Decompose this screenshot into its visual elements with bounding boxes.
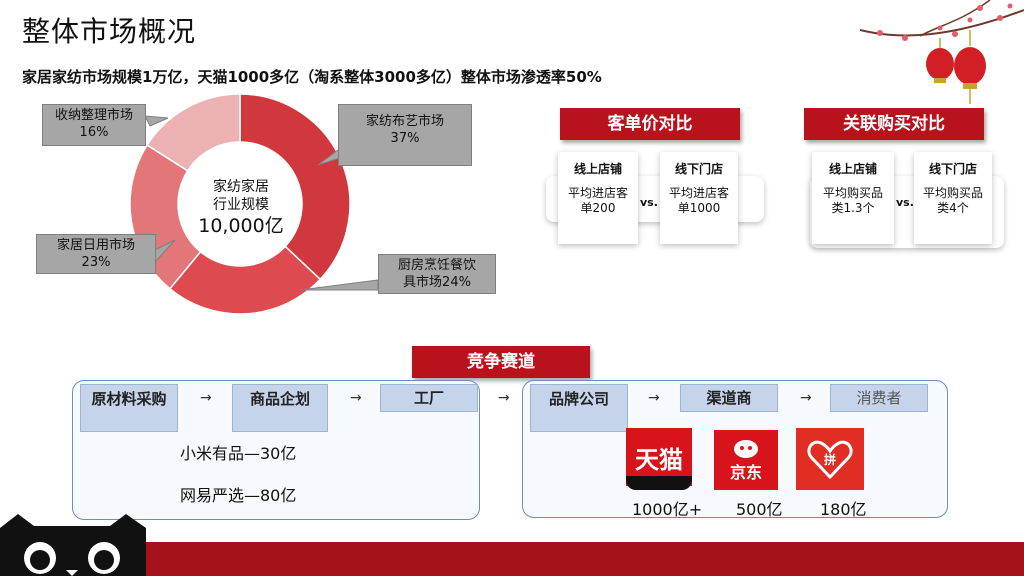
jd-logo-text: 京东	[729, 463, 762, 482]
price-compare-header: 客单价对比	[560, 108, 740, 140]
basket-online-card	[812, 152, 894, 244]
basket-offline-card	[914, 152, 992, 244]
price-offline-card	[660, 152, 738, 244]
basket-vs-label: vs.	[896, 196, 914, 209]
tmall-logo-base	[626, 476, 692, 490]
price-online-label: 线上店铺	[573, 162, 622, 176]
competition-header: 竞争赛道	[412, 346, 590, 378]
competitor-netease: 网易严选—80亿	[180, 486, 297, 505]
callout-storage-line1: 收纳整理市场	[54, 108, 133, 123]
donut-center-value: 10,000亿	[198, 215, 284, 237]
arrow-1: →	[200, 390, 212, 406]
basket-offline-value: 平均购买品类4个	[922, 186, 983, 215]
callout-storage-line2: 16%	[79, 125, 109, 140]
pinduoduo-value: 180亿	[820, 500, 867, 519]
price-offline-label: 线下门店	[674, 162, 723, 176]
donut-center-label: 家纺家居 行业规模 10,000亿	[186, 178, 296, 238]
tmall-value: 1000亿+	[632, 500, 703, 519]
tmall-cat-icon	[0, 514, 146, 576]
basket-online-label: 线上店铺	[828, 162, 877, 176]
price-online-card	[558, 152, 638, 244]
basket-online-value: 平均购买品类1.3个	[822, 186, 883, 215]
donut-center-line1: 家纺家居	[213, 179, 269, 195]
price-vs-label: vs.	[640, 196, 658, 209]
step-channel: 渠道商	[680, 384, 778, 412]
callout-daily: 家居日用市场 23%	[36, 234, 156, 274]
page-subtitle: 家居家纺市场规模1万亿，天猫1000多亿（淘系整体3000多亿）整体市场渗透率5…	[22, 68, 602, 86]
step-brand-company: 品牌公司	[530, 384, 628, 432]
arrow-4: →	[648, 390, 660, 406]
tmall-logo-text: 天猫	[635, 445, 683, 474]
jd-dog-icon	[734, 440, 758, 458]
basket-offline-label: 线下门店	[928, 162, 977, 176]
pinduoduo-heart-icon	[807, 440, 853, 479]
donut-slice-4	[146, 93, 241, 172]
pinduoduo-logo-icon: 拼	[796, 428, 864, 490]
callout-textile-line1: 家纺布艺市场	[365, 114, 444, 129]
callout-textile: 家纺布艺市场 37%	[338, 104, 472, 166]
donut-slice-1	[239, 93, 351, 281]
footer-bar	[0, 542, 1024, 576]
basket-compare-header: 关联购买对比	[804, 108, 984, 140]
step-factory: 工厂	[380, 384, 478, 412]
callout-kitchen-line2: 具市场24%	[403, 275, 471, 290]
callout-kitchen: 厨房烹饪餐饮 具市场24%	[378, 254, 496, 294]
callout-kitchen-line1: 厨房烹饪餐饮	[397, 258, 476, 273]
price-online-value: 平均进店客单200	[567, 186, 628, 215]
arrow-2: →	[350, 390, 362, 406]
jd-value: 500亿	[736, 500, 783, 519]
competitor-xiaomi: 小米有品—30亿	[180, 444, 297, 463]
callout-daily-line2: 23%	[81, 255, 111, 270]
callout-daily-line1: 家居日用市场	[56, 238, 135, 253]
step-product-planning: 商品企划	[232, 384, 328, 432]
donut-center-line2: 行业规模	[213, 197, 269, 213]
step-consumer: 消费者	[830, 384, 928, 412]
callout-textile-line2: 37%	[390, 131, 420, 146]
pinduoduo-logo-text: 拼	[823, 452, 836, 467]
callout-storage: 收纳整理市场 16%	[42, 104, 146, 146]
arrow-5: →	[800, 390, 812, 406]
plum-blossom-lantern-decoration	[860, 0, 1024, 104]
step-raw-material: 原材料采购	[80, 384, 178, 432]
arrow-3: →	[498, 390, 510, 406]
price-offline-value: 平均进店客单1000	[668, 186, 729, 215]
page-title: 整体市场概况	[22, 15, 197, 48]
jd-logo-icon: 京东	[714, 430, 778, 490]
